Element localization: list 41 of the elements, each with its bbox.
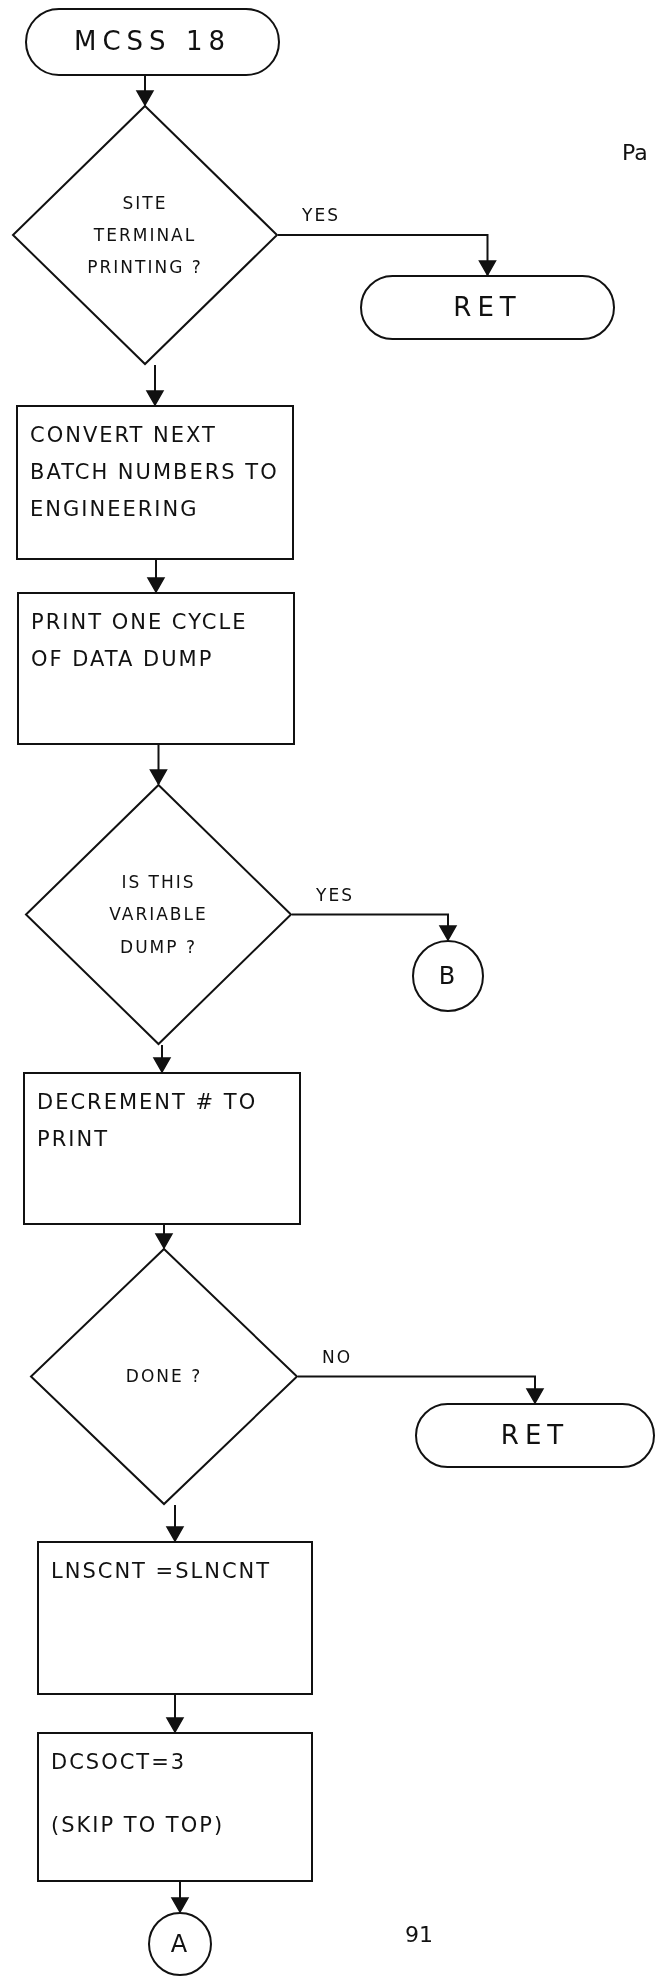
arrow bbox=[166, 1694, 184, 1733]
process-box bbox=[23, 1072, 301, 1225]
node-text: IS THIS VARIABLE DUMP ? bbox=[108, 871, 209, 959]
connector-circle bbox=[148, 1912, 212, 1976]
node-text: B bbox=[438, 961, 458, 992]
arrow bbox=[136, 75, 154, 106]
node-text: (SKIP TO TOP) bbox=[51, 1811, 226, 1839]
process-box bbox=[17, 592, 295, 745]
terminal-box bbox=[25, 8, 280, 76]
arrow bbox=[149, 744, 168, 785]
arrow bbox=[146, 364, 164, 406]
arrow bbox=[297, 1375, 544, 1404]
terminal-box bbox=[360, 275, 615, 340]
node-text: PRINT ONE CYCLE OF DATA DUMP bbox=[31, 609, 249, 673]
arrow bbox=[291, 913, 457, 941]
arrow bbox=[277, 234, 497, 276]
page-number: 91 bbox=[405, 1922, 433, 1947]
page-label: Pa bbox=[622, 140, 648, 165]
node-text: LNSCNT =SLNCNT bbox=[51, 1558, 273, 1585]
process-box bbox=[16, 405, 294, 560]
node-text: DONE ? bbox=[124, 1365, 204, 1389]
connector-circle bbox=[412, 940, 484, 1012]
node-text: MCSS 18 bbox=[74, 25, 231, 59]
terminal-box bbox=[415, 1403, 655, 1468]
arrow bbox=[147, 559, 165, 593]
decision-diamond bbox=[30, 1248, 298, 1505]
arrow bbox=[166, 1504, 184, 1542]
node-text: RET bbox=[500, 1418, 570, 1452]
node-text: A bbox=[170, 1929, 190, 1960]
node-text: DECREMENT # TO PRINT bbox=[37, 1089, 259, 1153]
decision-diamond bbox=[25, 784, 292, 1045]
arrow bbox=[155, 1224, 173, 1249]
node-text: RET bbox=[453, 290, 522, 324]
decision-diamond bbox=[12, 105, 278, 365]
arrow bbox=[153, 1044, 171, 1073]
arrow bbox=[171, 1881, 189, 1913]
node-text: CONVERT NEXT BATCH NUMBERS TO ENGINEERING bbox=[30, 422, 280, 523]
process-box bbox=[37, 1732, 313, 1882]
node-text: SITE TERMINAL PRINTING ? bbox=[86, 191, 204, 280]
process-box bbox=[37, 1541, 313, 1695]
node-text: DCSOCT=3 bbox=[51, 1749, 188, 1776]
